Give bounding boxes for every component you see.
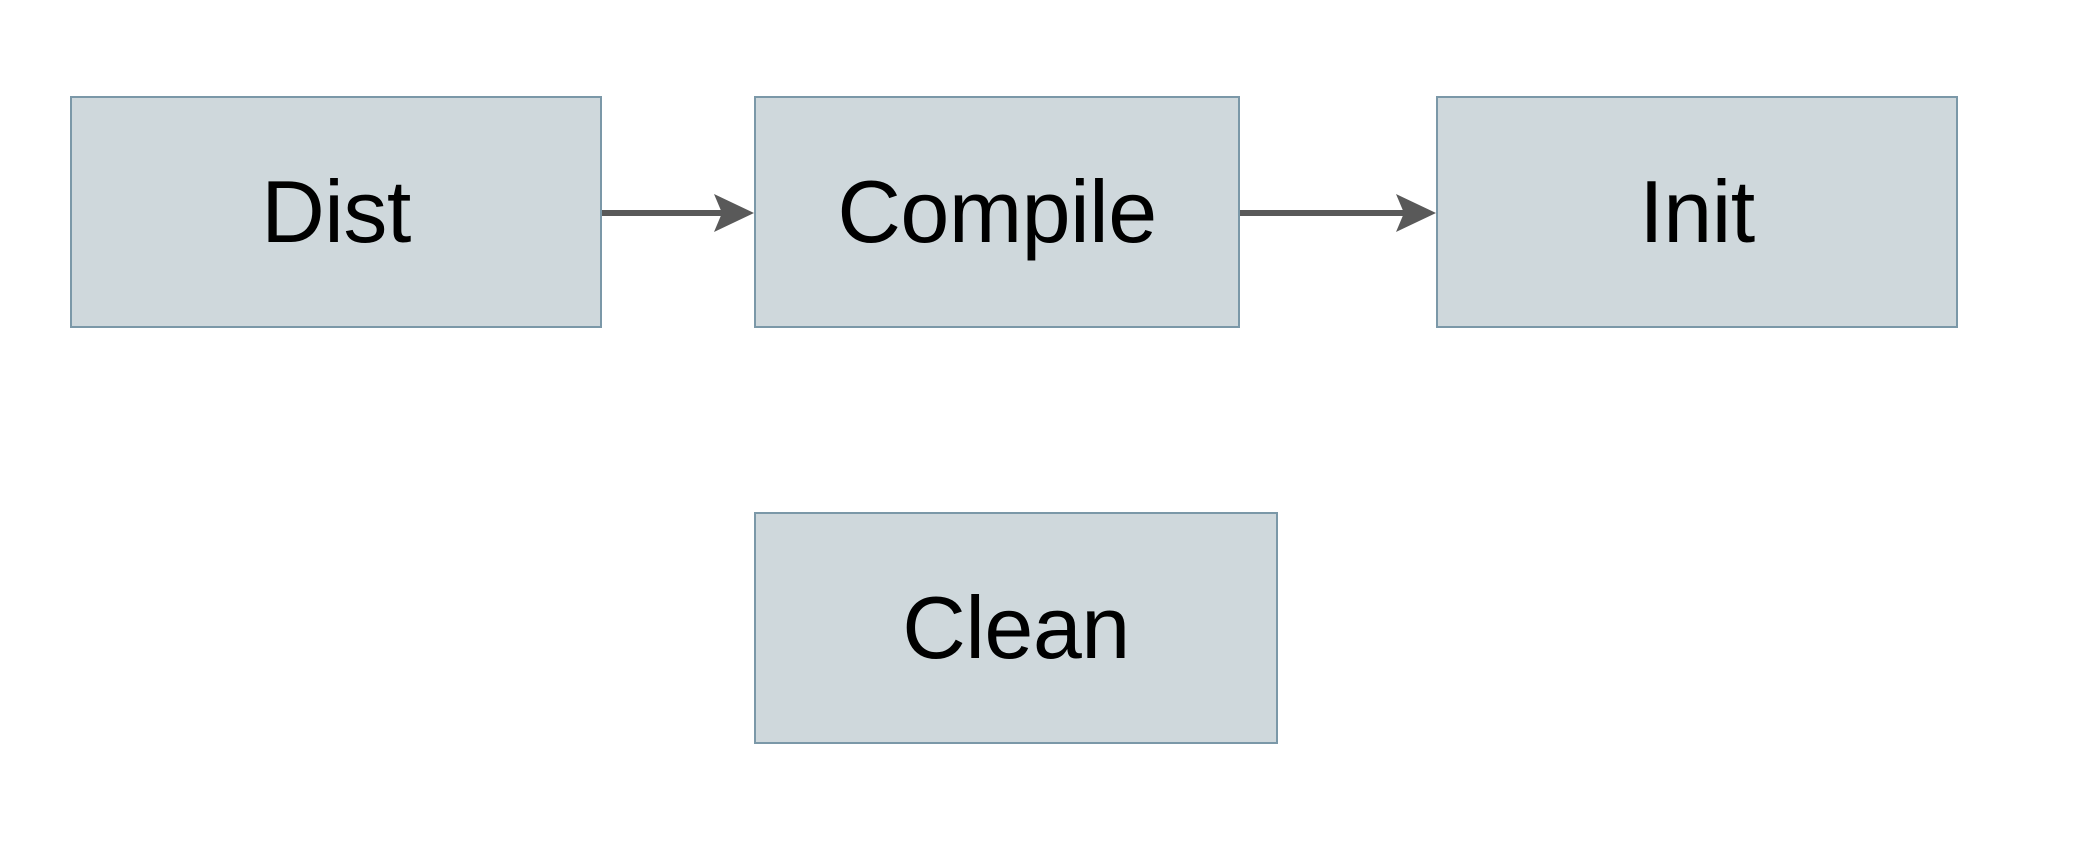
edge-dist-to-compile[interactable] [602, 194, 754, 232]
arrowhead-icon [1396, 194, 1436, 232]
node-label: Dist [261, 162, 411, 261]
node-compile[interactable]: Compile [754, 96, 1240, 328]
arrowhead-icon [714, 194, 754, 232]
node-label: Init [1639, 162, 1755, 261]
edge-compile-to-init[interactable] [1240, 194, 1436, 232]
node-label: Clean [902, 578, 1130, 677]
node-init[interactable]: Init [1436, 96, 1958, 328]
node-label: Compile [837, 162, 1157, 261]
node-clean[interactable]: Clean [754, 512, 1278, 744]
node-dist[interactable]: Dist [70, 96, 602, 328]
